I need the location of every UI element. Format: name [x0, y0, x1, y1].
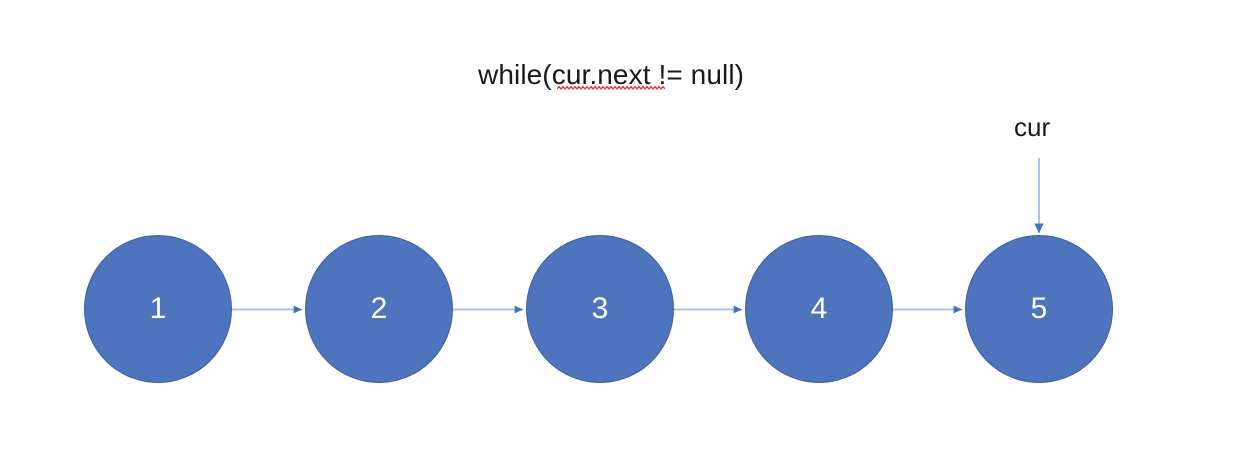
list-node[interactable]: 2: [305, 235, 453, 383]
pointer-label-cur: cur: [1014, 112, 1051, 142]
node-label: 2: [370, 292, 388, 325]
list-node[interactable]: 5: [965, 235, 1113, 383]
loop-condition-text: while(cur.next != null): [478, 59, 745, 90]
node-label: 1: [149, 292, 167, 325]
list-node[interactable]: 4: [745, 235, 893, 383]
list-node[interactable]: 1: [84, 235, 232, 383]
node-label: 4: [810, 292, 828, 325]
list-node[interactable]: 3: [526, 235, 674, 383]
node-label: 3: [591, 292, 609, 325]
node-label: 5: [1030, 292, 1048, 325]
spellcheck-squiggle-icon: [557, 85, 665, 91]
